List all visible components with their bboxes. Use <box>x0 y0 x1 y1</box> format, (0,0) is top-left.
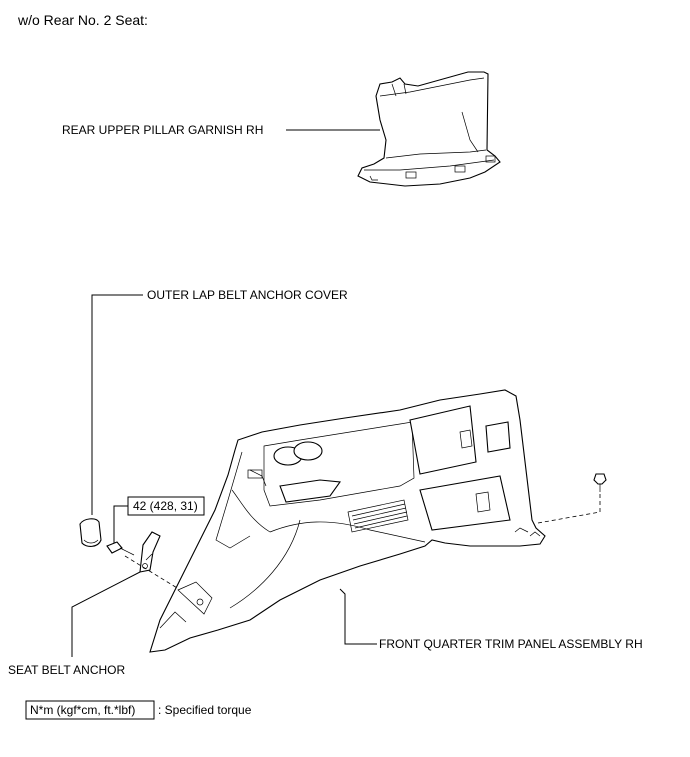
rear-upper-pillar-garnish-drawing <box>357 71 501 187</box>
section-heading: w/o Rear No. 2 Seat: <box>17 12 148 28</box>
leader-seat-belt-anchor <box>71 571 141 657</box>
legend-box-text: N*m (kgf*cm, ft.*lbf) <box>30 703 135 717</box>
leader-outer-lap-belt-anchor-cover <box>91 294 143 515</box>
clip-alignment-line <box>537 494 601 524</box>
label-rear-upper-pillar-garnish: REAR UPPER PILLAR GARNISH RH <box>62 123 263 137</box>
legend-description: : Specified torque <box>158 703 252 717</box>
clip-drawing <box>593 473 607 492</box>
label-front-quarter-trim-panel: FRONT QUARTER TRIM PANEL ASSEMBLY RH <box>379 637 643 651</box>
legend-box <box>25 700 155 720</box>
leader-torque-spec <box>113 505 128 543</box>
seat-belt-anchor-drawing <box>139 531 161 573</box>
label-outer-lap-belt-anchor-cover: OUTER LAP BELT ANCHOR COVER <box>147 288 348 302</box>
bolt-drawing <box>106 541 135 556</box>
front-quarter-trim-panel-drawing <box>149 389 546 653</box>
leader-front-quarter-trim-panel <box>339 588 377 645</box>
torque-spec-value: 42 (428, 31) <box>133 499 198 513</box>
anchor-cover-drawing <box>79 518 102 547</box>
label-seat-belt-anchor: SEAT BELT ANCHOR <box>8 663 125 677</box>
